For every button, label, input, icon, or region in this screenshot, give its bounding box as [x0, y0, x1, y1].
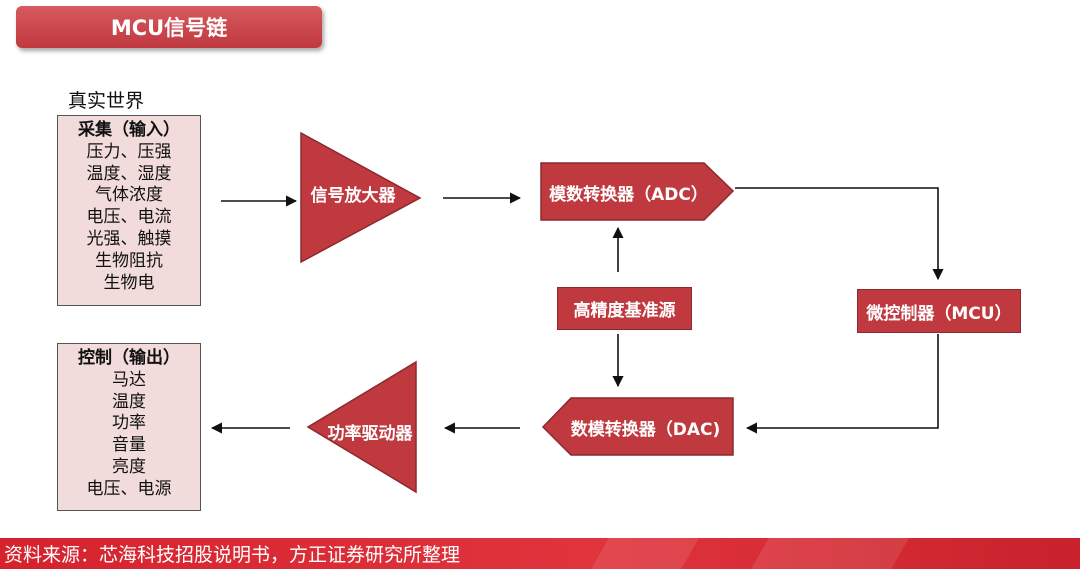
page-title: MCU信号链 [16, 6, 322, 48]
footer-decoration [751, 538, 909, 569]
input-item: 压力、压强 [86, 141, 172, 162]
arrow-adc-to-mcu [735, 187, 944, 281]
output-box-heading: 控制（输出） [78, 348, 180, 368]
output-item: 亮度 [112, 456, 146, 477]
input-item: 温度、湿度 [86, 163, 172, 184]
amplifier-shape [300, 131, 422, 264]
input-item: 生物电 [103, 272, 155, 293]
input-item: 气体浓度 [95, 185, 163, 206]
output-item: 功率 [112, 413, 146, 434]
output-item: 温度 [112, 391, 146, 412]
input-item: 光强、触摸 [86, 228, 172, 249]
dac-shape [541, 397, 734, 456]
footer-decoration [591, 538, 699, 569]
source-note: 资料来源：芯海科技招股说明书，方正证券研究所整理 [4, 544, 461, 566]
amplifier-label: 信号放大器 [310, 185, 396, 206]
input-item: 电压、电流 [86, 207, 172, 228]
source-footer: 资料来源：芯海科技招股说明书，方正证券研究所整理 [0, 538, 1080, 569]
arrow-mcu-to-dac [745, 334, 939, 434]
driver-shape [306, 360, 417, 494]
mcu-block: 微控制器（MCU） [857, 289, 1021, 333]
driver-label: 功率驱动器 [327, 423, 413, 444]
input-box: 采集（输入） 压力、压强 温度、湿度 气体浓度 电压、电流 光强、触摸 生物阻抗… [57, 115, 201, 306]
input-box-heading: 采集（输入） [78, 120, 180, 140]
reference-block: 高精度基准源 [557, 287, 692, 330]
adc-label: 模数转换器（ADC） [549, 184, 708, 205]
adc-shape [540, 162, 735, 221]
output-item: 马达 [112, 369, 146, 390]
output-item: 音量 [112, 435, 146, 456]
real-world-label: 真实世界 [68, 90, 145, 112]
dac-label: 数模转换器（DAC) [570, 419, 721, 440]
input-item: 生物阻抗 [95, 250, 163, 271]
output-box: 控制（输出） 马达 温度 功率 音量 亮度 电压、电源 [57, 343, 201, 511]
output-item: 电压、电源 [86, 478, 172, 499]
